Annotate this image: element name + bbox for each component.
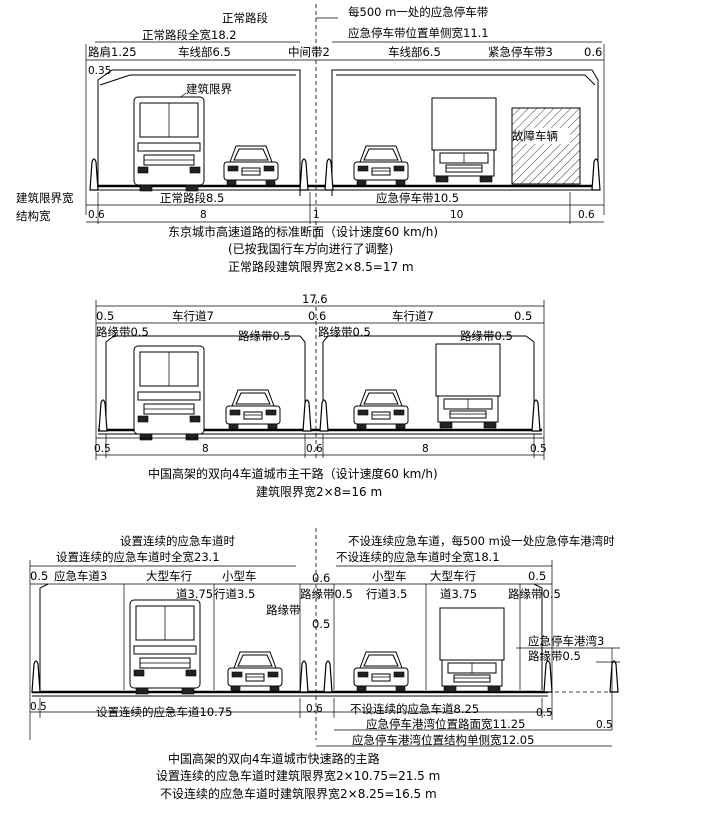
s2-b05a: 0.5: [94, 443, 111, 455]
s3-bottom-right: 不设连续的应急车道8.25: [350, 702, 479, 716]
s2-caption2: 建筑限界宽2×8=16 m: [256, 484, 382, 499]
s3-bay-edge: 路缘带0.5: [528, 649, 581, 663]
s3-top-right2: 不设连续的应急车道时全宽18.1: [336, 550, 500, 564]
s2-edge-left1: 路缘带0.5: [96, 325, 149, 339]
s3-edge-m3: 0.5: [312, 617, 330, 631]
s3-small-lane-l2: 行道3.5: [214, 587, 255, 601]
s3-bus: [129, 599, 201, 695]
s1-right-edge: 0.6: [584, 45, 602, 59]
s1-left-label2: 结构宽: [16, 209, 51, 223]
s3-small-lane-l: 小型车: [222, 569, 257, 583]
s1-bottom-left: 正常路段8.5: [160, 191, 224, 205]
s2-bus: [133, 345, 205, 441]
s1-lane-left: 车线部6.5: [178, 45, 231, 59]
s2-car-right: [353, 389, 409, 430]
s2-b8b: 8: [422, 443, 429, 455]
s3-bay-road: 应急停车港湾位置路面宽11.25: [366, 717, 525, 731]
s1-car-right: [353, 145, 409, 186]
s3-caption1: 中国高架的双向4车道城市快速路的主路: [168, 751, 380, 766]
s3-r05: 0.5: [528, 569, 546, 583]
s1-dim-10: 10: [450, 209, 463, 221]
s2-edge-right1: 路缘带0.5: [318, 325, 371, 339]
s1-left-label1: 建筑限界宽: [16, 191, 74, 205]
s3-b05r: 0.5: [536, 707, 553, 719]
s2-caption1: 中国高架的双向4车道城市主干路（设计速度60 km/h): [148, 466, 438, 481]
s1-center-top: 正常路段: [222, 11, 268, 25]
s3-truck: [439, 607, 505, 693]
s1-broken-vehicle: [511, 107, 581, 185]
s3-emerg-lane: 应急车道3: [54, 569, 107, 583]
section3-expressway: 设置连续的应急车道时 不设连续应急车道，每500 m设一处应急停车港湾时 设置连…: [29, 528, 620, 801]
s1-clearance-label: 建筑限界: [186, 82, 232, 96]
s1-dim-06a: 0.6: [88, 209, 105, 221]
s1-car-left: [223, 145, 279, 186]
s3-bottom-left: 设置连续的应急车道10.75: [96, 705, 232, 719]
s3-edge-r: 路缘带0.5: [508, 587, 561, 601]
s3-small-lane-r: 小型车: [372, 569, 407, 583]
s1-broken-vehicle-label: 故障车辆: [512, 129, 558, 143]
s2-lane-left: 车行道7: [172, 309, 214, 323]
s2-l05: 0.5: [96, 309, 114, 323]
s1-caption2: (已按我国行车方向进行了调整): [228, 241, 393, 256]
s3-bay-struct: 应急停车港湾位置结构单侧宽12.05: [352, 733, 534, 747]
s3-b06: 0.6: [306, 703, 323, 715]
s3-edge-m1: 路缘带0.5: [300, 587, 353, 601]
s3-caption3: 不设连续的应急车道时建筑限界宽2×8.25=16.5 m: [160, 786, 437, 801]
s3-top-left2: 设置连续的应急车道时全宽23.1: [56, 550, 220, 564]
s2-b8a: 8: [202, 443, 209, 455]
s3-bay: 应急停车港湾3: [528, 634, 604, 648]
s3-big-lane-l: 大型车行: [146, 569, 192, 583]
section2-arterial: 17.6 0.5 车行道7 0.6 车行道7 0.5 路缘带0.5 路缘带0.5…: [94, 292, 547, 499]
s2-total: 17.6: [302, 292, 328, 306]
s3-small-lane-r2: 行道3.5: [366, 587, 407, 601]
s1-bus: [133, 96, 205, 192]
s1-lane-right: 车线部6.5: [388, 45, 441, 59]
s1-right-top1: 每500 m一处的应急停车带: [348, 5, 488, 19]
s3-car-left: [227, 651, 283, 692]
s3-top-right1: 不设连续应急车道，每500 m设一处应急停车港湾时: [348, 534, 615, 548]
s2-r05: 0.5: [514, 309, 532, 323]
s1-dim-06b: 0.6: [578, 209, 595, 221]
s2-b05b: 0.5: [530, 443, 547, 455]
s1-edge-035: 0.35: [88, 65, 111, 77]
s3-car-right: [353, 651, 409, 692]
s3-top-left1: 设置连续的应急车道时: [120, 534, 235, 548]
s1-emergency: 紧急停车带3: [488, 45, 553, 59]
s3-b05: 0.5: [30, 701, 47, 713]
s2-truck: [435, 343, 501, 429]
s3-bay-05: 0.5: [596, 719, 613, 731]
s1-bottom-right: 应急停车带10.5: [376, 191, 459, 205]
s3-l05: 0.5: [30, 569, 48, 583]
s1-dim-1: 1: [313, 209, 320, 221]
s1-median: 中间带2: [288, 45, 330, 59]
s3-big-lane-r: 大型车行: [430, 569, 476, 583]
s3-m06: 0.6: [312, 571, 330, 585]
s1-caption3: 正常路段建筑限界宽2×8.5=17 m: [228, 259, 414, 274]
s1-right-top2: 应急停车带位置单侧宽11.1: [348, 26, 489, 40]
s2-b06: 0.6: [306, 443, 323, 455]
s3-big-lane-l2: 道3.75: [176, 587, 213, 601]
s2-lane-right: 车行道7: [392, 309, 434, 323]
section1-tokyo: 正常路段 每500 m一处的应急停车带 正常路段全宽18.2 应急停车带位置单侧…: [16, 4, 605, 274]
s1-truck: [431, 97, 497, 183]
s2-car-left: [225, 389, 281, 430]
s3-edge-m2: 路缘带: [266, 603, 301, 617]
s1-dim-8: 8: [200, 209, 207, 221]
s1-caption1: 东京城市高速道路的标准断面（设计速度60 km/h): [168, 224, 438, 239]
s3-caption2: 设置连续的应急车道时建筑限界宽2×10.75=21.5 m: [156, 768, 440, 783]
s1-shoulder: 路肩1.25: [88, 45, 137, 59]
s3-big-lane-r2: 道3.75: [440, 587, 477, 601]
s1-total-width: 正常路段全宽18.2: [142, 28, 237, 42]
s2-m06: 0.6: [308, 309, 326, 323]
